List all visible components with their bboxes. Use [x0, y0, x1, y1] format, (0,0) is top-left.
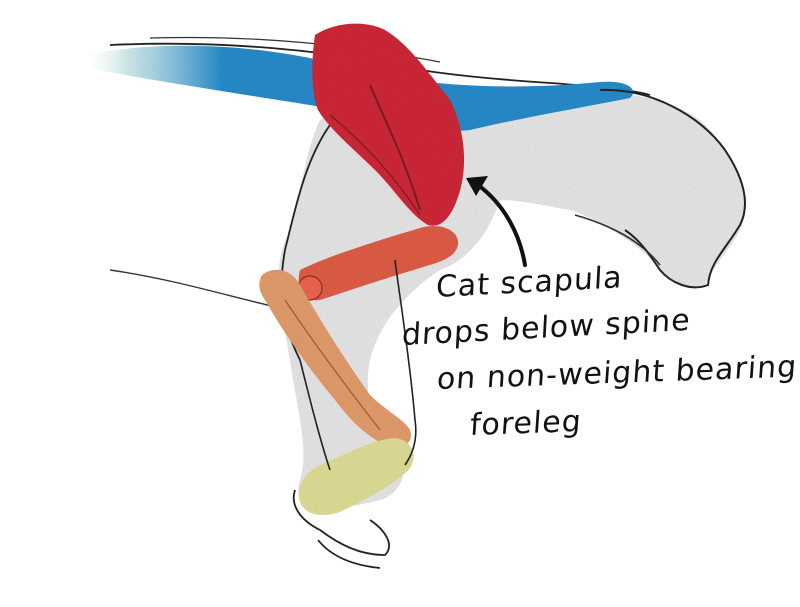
annotation-arrow	[476, 183, 527, 267]
annotation-line-4: foreleg	[468, 404, 584, 444]
paw-outline	[292, 489, 390, 569]
head-outline	[599, 88, 746, 289]
annotation-arrowhead	[466, 176, 488, 196]
scapula-edge	[329, 114, 421, 216]
cat-body-shading	[278, 89, 746, 515]
forearm-line	[284, 299, 381, 431]
humerus	[298, 225, 459, 301]
leg-outline-front	[299, 259, 417, 471]
scapula-spine-ridge	[369, 84, 421, 211]
paw	[299, 438, 414, 515]
jaw-outline	[574, 214, 661, 266]
radius-ulna	[259, 269, 411, 447]
